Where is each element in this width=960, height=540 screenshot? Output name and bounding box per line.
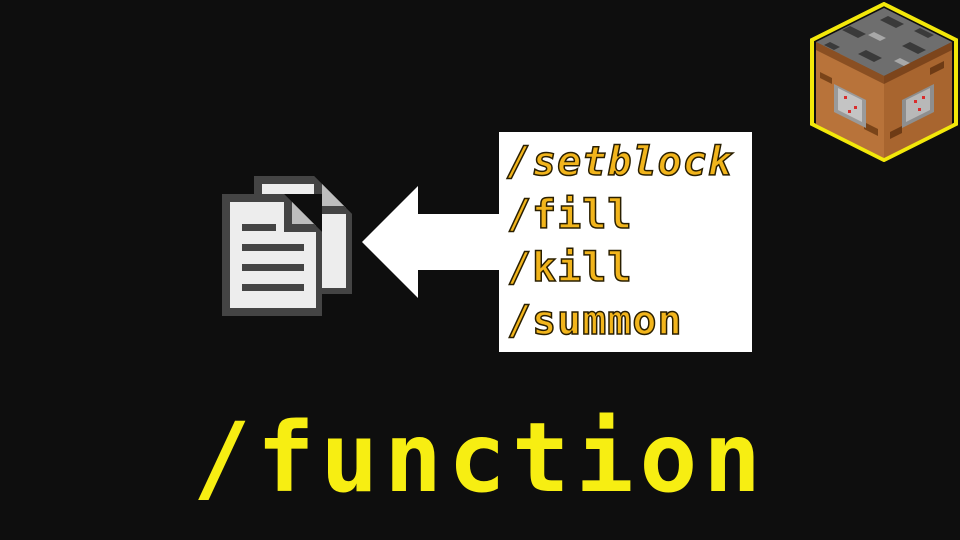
command-summon: /summon [506,297,683,345]
command-list: /setblock /fill /kill /summon [499,132,752,352]
arrow-left-icon [362,186,502,298]
command-fill: /fill [506,191,633,239]
command-block-icon [810,2,958,162]
command-setblock: /setblock [506,138,733,186]
page-title: /function [192,402,768,514]
document-copy-icon [222,176,352,316]
command-kill: /kill [506,244,633,292]
